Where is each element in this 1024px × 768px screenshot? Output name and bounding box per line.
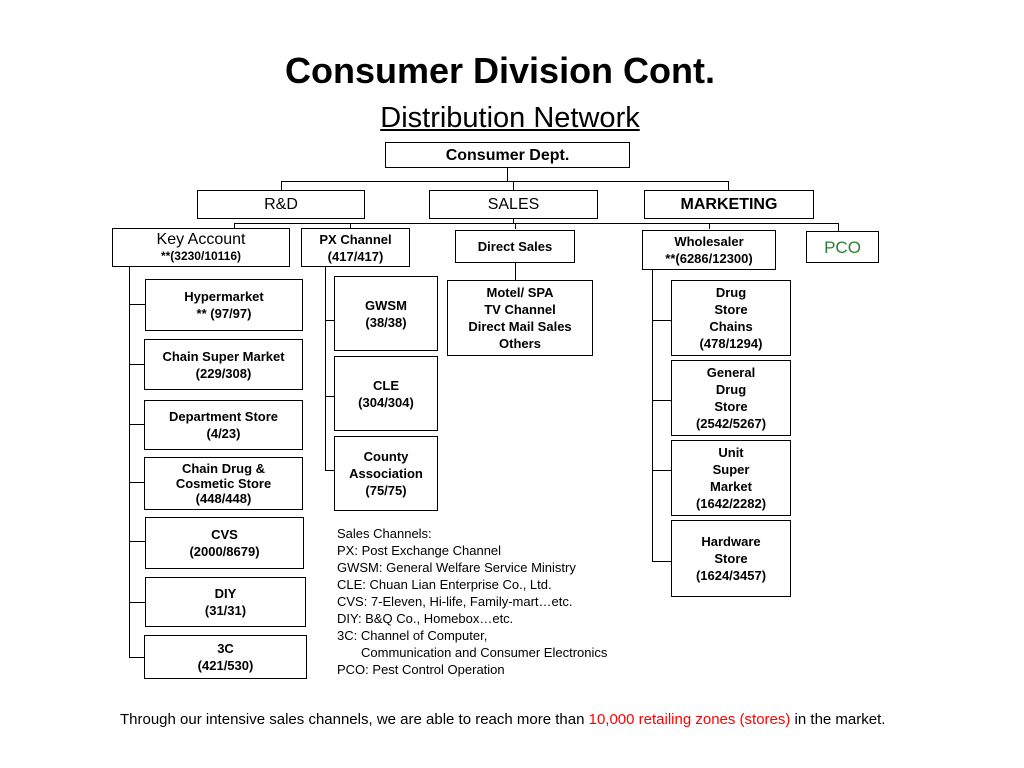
cvs-node: CVS(2000/8679): [145, 517, 304, 569]
connector: [513, 181, 514, 191]
legend-item: CVS: 7-Eleven, Hi-life, Family-mart…etc.: [337, 594, 573, 609]
connector: [325, 320, 335, 321]
legend: Sales Channels: PX: Post Exchange Channe…: [337, 525, 607, 678]
chain-super-market-node: Chain Super Market(229/308): [144, 339, 303, 390]
legend-item: GWSM: General Welfare Service Ministry: [337, 560, 576, 575]
connector: [129, 482, 145, 483]
connector: [281, 181, 282, 191]
connector: [129, 266, 130, 658]
legend-item: CLE: Chuan Lian Enterprise Co., Ltd.: [337, 577, 552, 592]
wholesaler-node: Wholesaler **(6286/12300): [642, 230, 776, 270]
legend-item: DIY: B&Q Co., Homebox…etc.: [337, 611, 514, 626]
footer-text-after: in the market.: [790, 711, 886, 728]
connector: [515, 223, 516, 229]
connector: [513, 218, 514, 224]
footer-statement: Through our intensive sales channels, we…: [120, 711, 885, 728]
connector: [325, 266, 326, 471]
rd-node: R&D: [197, 190, 365, 219]
connector: [652, 561, 671, 562]
chain-drug-cosmetic-node: Chain Drug &Cosmetic Store(448/448): [144, 457, 303, 510]
connector: [234, 223, 839, 224]
legend-item: PCO: Pest Control Operation: [337, 662, 505, 677]
connector: [129, 541, 145, 542]
footer-highlight: 10,000 retailing zones (stores): [588, 711, 791, 728]
connector: [350, 223, 351, 229]
hypermarket-node: Hypermarket** (97/97): [145, 279, 303, 331]
connector: [325, 470, 335, 471]
direct-sales-node: Direct Sales: [455, 230, 575, 263]
connector: [129, 602, 145, 603]
connector: [838, 223, 839, 231]
connector: [515, 262, 516, 281]
connector: [728, 181, 729, 191]
connector: [652, 320, 671, 321]
connector: [652, 470, 671, 471]
connector: [709, 223, 710, 229]
connector: [129, 304, 145, 305]
connector: [281, 181, 729, 182]
marketing-node: MARKETING: [644, 190, 814, 219]
page-title: Consumer Division Cont.: [284, 50, 716, 91]
connector: [652, 400, 671, 401]
connector: [507, 167, 508, 182]
page-subtitle: Distribution Network: [380, 102, 640, 134]
connector: [129, 424, 145, 425]
sales-node: SALES: [429, 190, 598, 219]
legend-item: Sales Channels:: [337, 526, 432, 541]
px-channel-node: PX Channel (417/417): [301, 228, 410, 267]
connector: [325, 396, 335, 397]
direct-sales-list-node: Motel/ SPA TV Channel Direct Mail Sales …: [447, 280, 593, 356]
connector: [129, 364, 145, 365]
key-account-node: Key Account **(3230/10116): [112, 228, 290, 267]
diy-node: DIY(31/31): [145, 577, 306, 627]
consumer-dept-node: Consumer Dept.: [385, 142, 630, 168]
connector: [652, 270, 653, 562]
cle-node: CLE(304/304): [334, 356, 438, 431]
pco-node: PCO: [806, 231, 879, 263]
department-store-node: Department Store(4/23): [144, 400, 303, 450]
legend-item: 3C: Channel of Computer,: [337, 628, 488, 643]
footer-text-before: Through our intensive sales channels, we…: [120, 711, 589, 728]
gwsm-node: GWSM(38/38): [334, 276, 438, 351]
legend-item: PX: Post Exchange Channel: [337, 543, 502, 558]
3c-node: 3C(421/530): [144, 635, 307, 679]
connector: [234, 223, 235, 229]
connector: [129, 657, 145, 658]
legend-item: Communication and Consumer Electronics: [361, 645, 608, 660]
